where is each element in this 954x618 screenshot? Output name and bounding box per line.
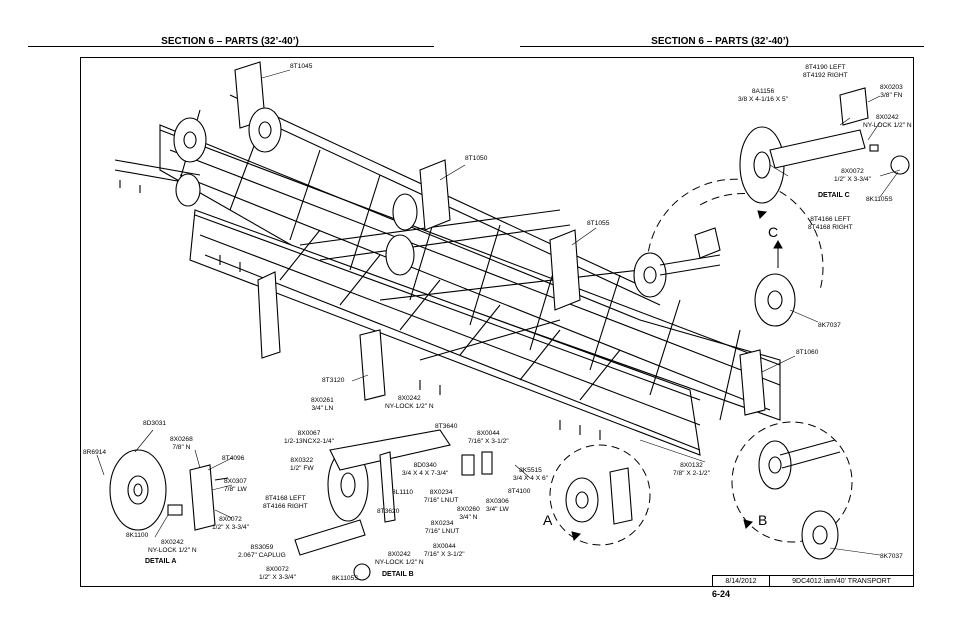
label-8K1105S-c: 8K1105S [866, 196, 893, 203]
page-number: 6-24 [712, 589, 731, 599]
left-header-rule [28, 46, 434, 47]
label-8D3031: 8D3031 [143, 420, 167, 427]
label-8T4096: 8T4096 [222, 455, 245, 462]
label-8T4100: 8T4100 [508, 488, 531, 495]
label-8L1110: 8L1110 [392, 489, 414, 496]
label-8T1060: 8T1060 [796, 349, 819, 356]
label-8T3620: 8T3620 [377, 508, 400, 515]
label-8T3120: 8T3120 [322, 377, 345, 384]
detail-b-letter: B [758, 512, 768, 528]
label-8T1045: 8T1045 [290, 63, 313, 70]
title-block-file: 9DC4012.iam/40' TRANSPORT [769, 575, 914, 587]
label-8K7037-top: 8K7037 [818, 322, 841, 329]
detail-b-caption: DETAIL B [382, 571, 414, 578]
label-8K1105S-b: 8K1105S [332, 575, 359, 582]
right-section-title: SECTION 6 – PARTS (32’-40’) [651, 36, 789, 47]
right-header-rule [520, 46, 924, 47]
detail-c-caption: DETAIL C [818, 192, 850, 199]
left-section-title: SECTION 6 – PARTS (32’-40’) [161, 36, 299, 47]
detail-a-caption: DETAIL A [145, 558, 177, 565]
label-8K7037-bottom: 8K7037 [880, 553, 903, 560]
drawing-frame [80, 57, 914, 587]
label-8K1100: 8K1100 [126, 532, 149, 539]
label-8T1055: 8T1055 [587, 220, 610, 227]
label-8R6914: 8R6914 [83, 449, 107, 456]
detail-a-letter: A [543, 512, 553, 528]
title-block-date: 8/14/2012 [712, 575, 770, 587]
detail-c-letter: C [768, 224, 779, 240]
label-8T3640: 8T3640 [435, 423, 458, 430]
label-8T1050: 8T1050 [465, 155, 488, 162]
